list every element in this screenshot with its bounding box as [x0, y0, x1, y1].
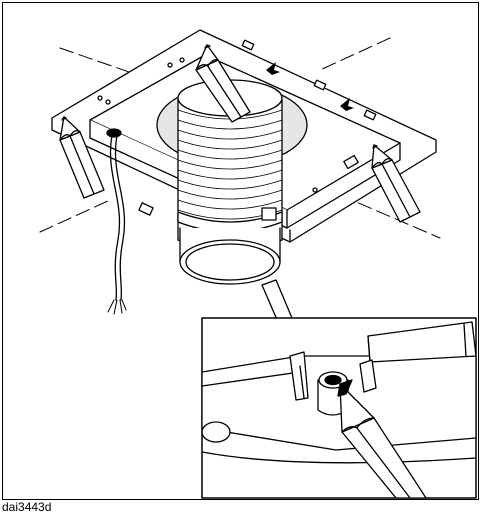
pencil-icon — [337, 379, 427, 499]
arrow-icon — [266, 62, 354, 111]
figure-caption: dai3443d — [2, 500, 52, 514]
pencil-icon — [371, 144, 421, 223]
pencil-icon — [261, 279, 293, 323]
cable-icon — [106, 128, 127, 315]
detail-inset — [201, 317, 477, 499]
pencil-icon — [195, 44, 251, 123]
figure-frame — [2, 2, 479, 500]
pencil-icon — [59, 116, 105, 199]
